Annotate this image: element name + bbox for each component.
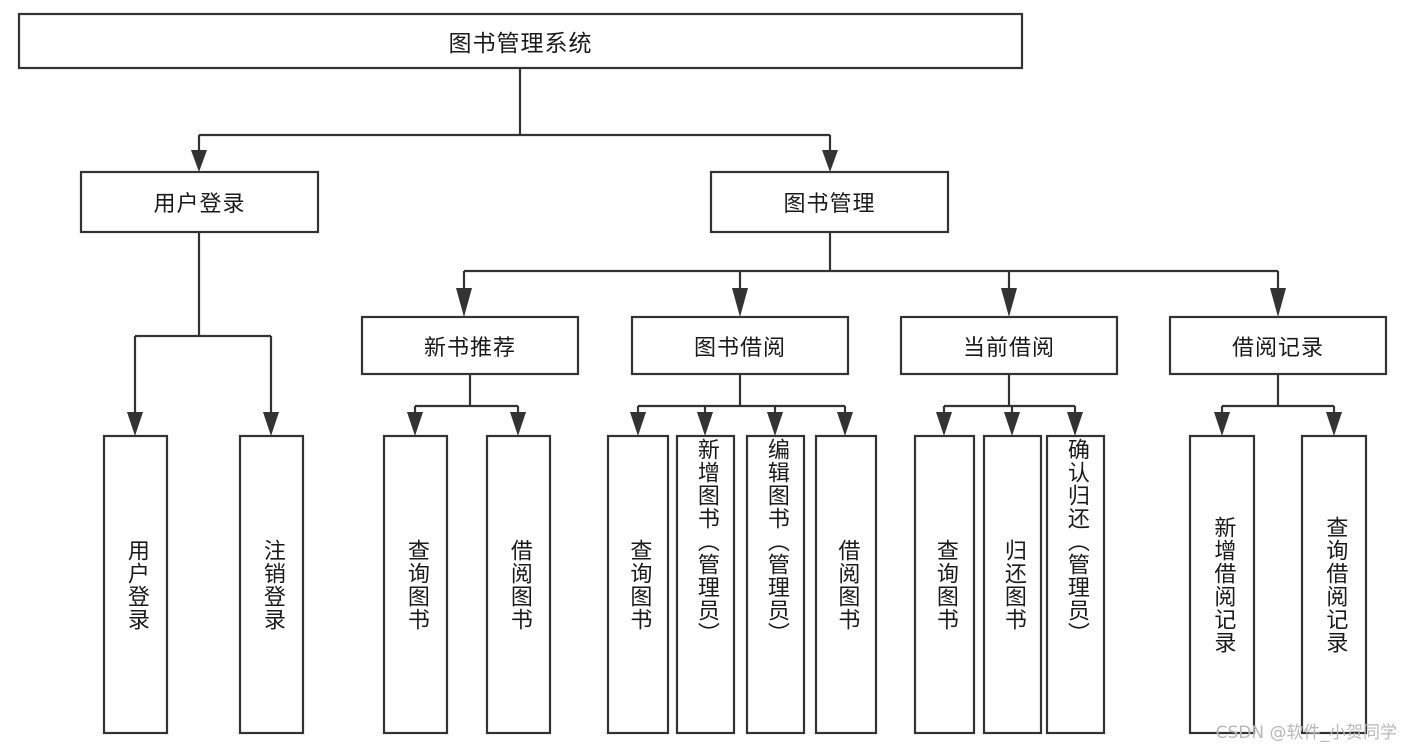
leaf-注销登录[interactable] — [238, 434, 305, 735]
arrowhead-level2-2 — [822, 150, 838, 172]
arrowhead-current-1 — [936, 412, 952, 436]
leaf-查询图书-图书借阅[interactable] — [606, 434, 670, 735]
arrowhead-borrow-3 — [767, 412, 783, 436]
leaf-编辑图书管理员[interactable] — [745, 434, 806, 735]
arrowhead-level3-4 — [1270, 288, 1286, 317]
node-当前借阅[interactable] — [899, 315, 1119, 376]
node-图书借阅[interactable] — [630, 315, 850, 376]
leaf-借阅图书-图书借阅[interactable] — [814, 434, 878, 735]
arrowhead-userlogin-1 — [127, 412, 143, 436]
node-借阅记录[interactable] — [1168, 315, 1388, 376]
arrowhead-newbook-2 — [510, 412, 526, 436]
arrowhead-record-1 — [1214, 412, 1230, 436]
leaf-新增图书管理员[interactable] — [675, 434, 736, 735]
arrowhead-current-3 — [1067, 412, 1083, 436]
arrowhead-newbook-1 — [407, 412, 423, 436]
node-root-图书管理系统[interactable] — [17, 12, 1024, 70]
leaf-借阅图书-新书推荐[interactable] — [485, 434, 552, 735]
arrowhead-level2-1 — [191, 150, 207, 172]
node-用户登录[interactable] — [79, 170, 320, 234]
arrowhead-borrow-4 — [837, 412, 853, 436]
arrowhead-record-2 — [1326, 412, 1342, 436]
leaf-确认归还管理员[interactable] — [1045, 434, 1106, 735]
node-图书管理[interactable] — [709, 170, 950, 234]
leaf-用户登录[interactable] — [102, 434, 169, 735]
arrowhead-level3-2 — [732, 288, 748, 317]
leaf-查询图书-新书推荐[interactable] — [382, 434, 449, 735]
leaf-查询借阅记录[interactable] — [1300, 434, 1368, 735]
arrowhead-level3-1 — [456, 288, 472, 317]
arrowhead-current-2 — [1004, 412, 1020, 436]
leaf-查询图书-当前借阅[interactable] — [913, 434, 976, 735]
arrowhead-borrow-1 — [630, 412, 646, 436]
leaf-归还图书[interactable] — [982, 434, 1043, 735]
leaf-新增借阅记录[interactable] — [1188, 434, 1256, 735]
arrowhead-level3-3 — [1001, 288, 1017, 317]
arrowhead-borrow-2 — [697, 412, 713, 436]
arrowhead-userlogin-2 — [263, 412, 279, 436]
node-新书推荐[interactable] — [360, 315, 580, 376]
